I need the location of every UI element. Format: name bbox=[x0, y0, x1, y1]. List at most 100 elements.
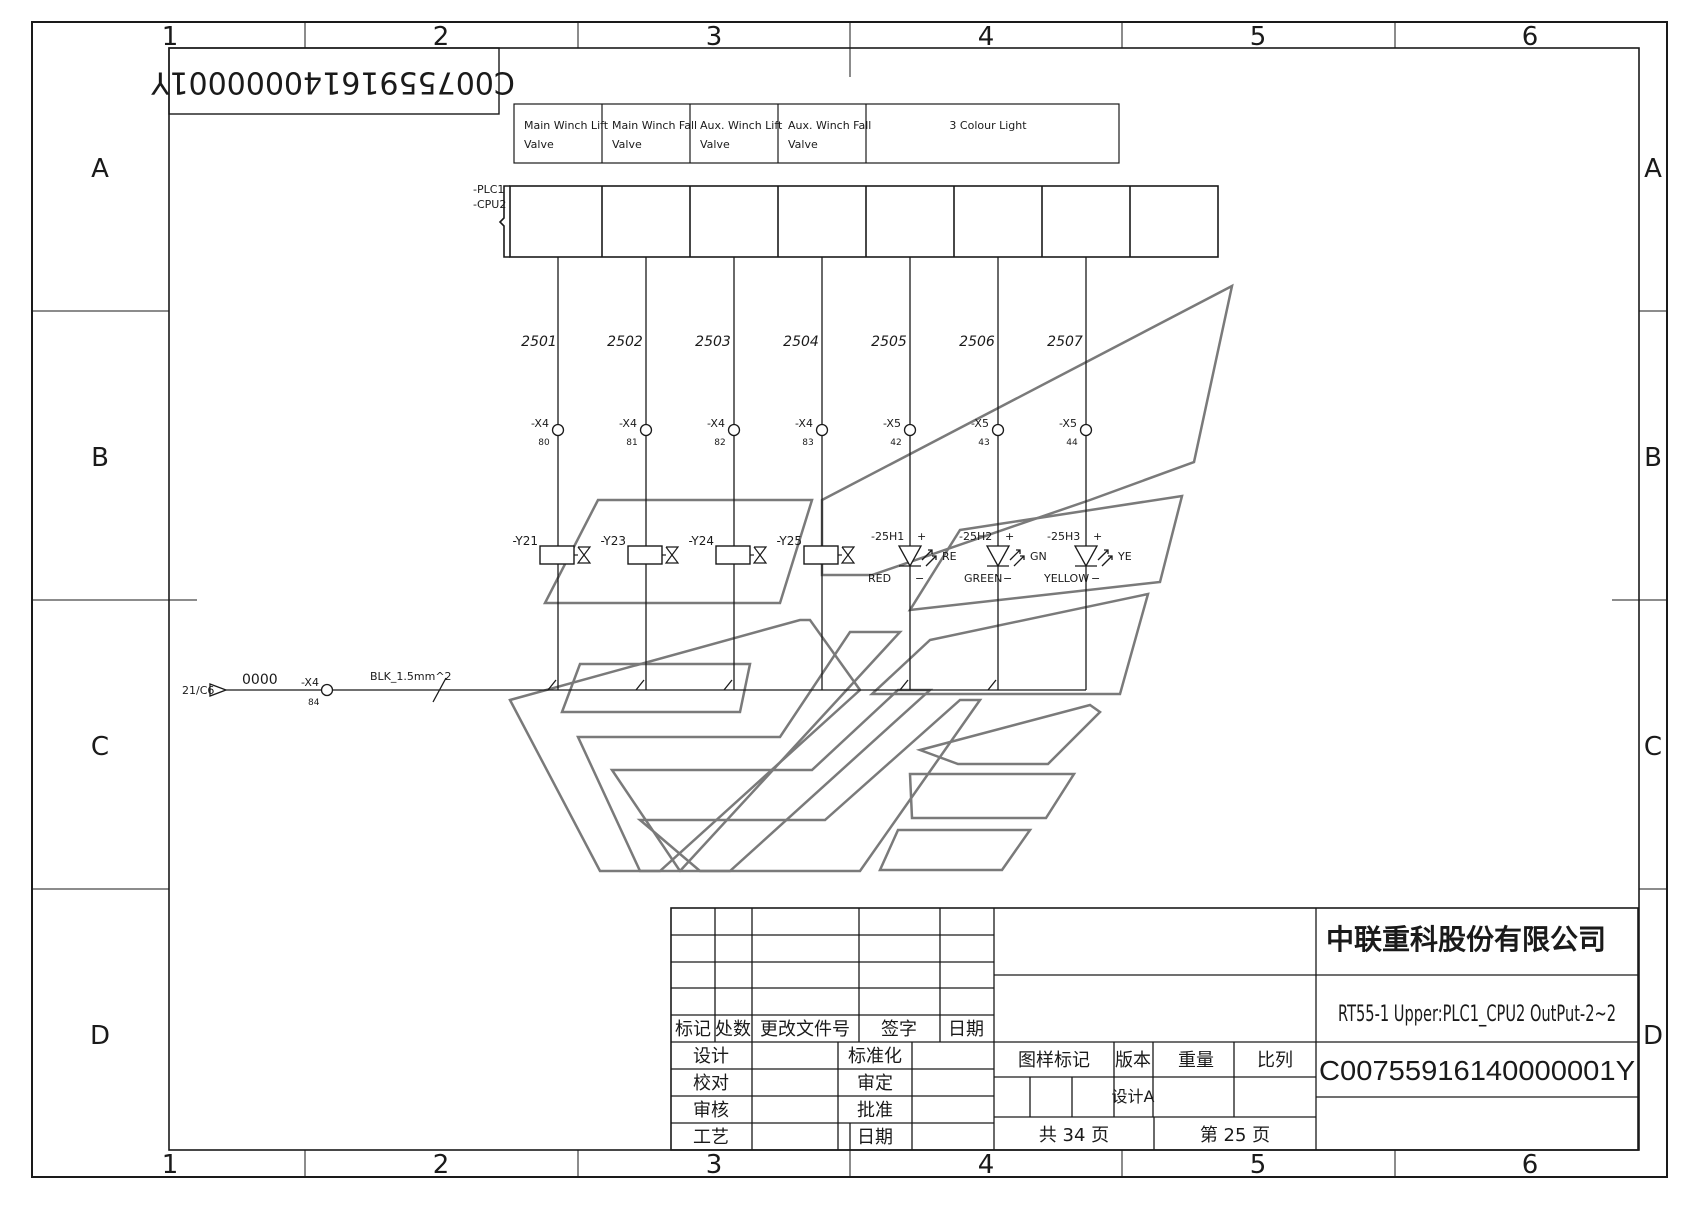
company-name: 中联重科股份有限公司 bbox=[1326, 923, 1606, 956]
wire-number: 2504 bbox=[783, 334, 819, 350]
row-label-right: A bbox=[1644, 154, 1662, 184]
label-approve-check: 审定 bbox=[857, 1073, 893, 1094]
cpu-tag: -CPU2 bbox=[473, 198, 506, 211]
label-version: 版本 bbox=[1115, 1050, 1151, 1071]
col-label-top: 1 bbox=[162, 22, 179, 52]
return-line bbox=[209, 677, 1086, 703]
light-code: GN bbox=[1030, 550, 1047, 563]
light-tag: -25H1 bbox=[871, 530, 904, 543]
header-label-main-winch-lift: Main Winch Lift bbox=[524, 119, 609, 132]
header-label-aux-winch-lift: Aux. Winch Lift bbox=[700, 119, 783, 132]
col-label-top: 4 bbox=[978, 22, 995, 52]
col-label-bottom: 4 bbox=[978, 1150, 995, 1180]
light-plus: + bbox=[1093, 530, 1102, 543]
terminal-tag: -X4 bbox=[531, 417, 549, 430]
valve-tag: -Y23 bbox=[600, 534, 626, 548]
led-yellow-icon bbox=[1073, 545, 1113, 568]
col-label-top: 5 bbox=[1250, 22, 1267, 52]
row-label-right: D bbox=[1643, 1021, 1663, 1051]
terminal-tag: -X4 bbox=[707, 417, 725, 430]
light-color-name: RED bbox=[868, 572, 891, 585]
terminal-num: 81 bbox=[626, 438, 637, 448]
page-number: 第 25 页 bbox=[1200, 1125, 1270, 1146]
light-plus: + bbox=[1005, 530, 1014, 543]
label-date: 日期 bbox=[857, 1127, 893, 1148]
drawing-title: RT55-1 Upper:PLC1_CPU2 OutPut-2~2 bbox=[1338, 1002, 1616, 1027]
return-terminal-tag: -X4 bbox=[301, 676, 319, 689]
col-label-bottom: 5 bbox=[1250, 1150, 1267, 1180]
header-boxes bbox=[513, 103, 1120, 164]
led-red-icon bbox=[897, 545, 937, 568]
header-label-aux-winch-fall: Aux. Winch Fall bbox=[788, 119, 871, 132]
row-label-left: B bbox=[91, 443, 109, 473]
rev-header-sign: 签字 bbox=[881, 1019, 917, 1040]
rev-header-doc: 更改文件号 bbox=[760, 1019, 850, 1040]
terminal-num: 44 bbox=[1066, 438, 1078, 448]
title-block bbox=[670, 907, 1639, 1151]
return-cable-spec: BLK_1.5mm^2 bbox=[370, 670, 452, 683]
label-approve: 批准 bbox=[857, 1100, 893, 1121]
total-pages: 共 34 页 bbox=[1039, 1125, 1109, 1146]
col-label-top: 3 bbox=[706, 22, 723, 52]
light-tag: -25H3 bbox=[1047, 530, 1080, 543]
header-label-main-winch-lift-2: Valve bbox=[524, 138, 554, 151]
terminal-tag: -X5 bbox=[1059, 417, 1077, 430]
light-minus: − bbox=[1003, 572, 1012, 585]
drawing-number: C00755916140000001Y bbox=[1319, 1055, 1635, 1086]
label-process: 工艺 bbox=[693, 1127, 729, 1148]
wire-number: 2506 bbox=[959, 334, 995, 350]
rev-header-count: 处数 bbox=[715, 1019, 751, 1040]
return-ref: 21/C6 bbox=[182, 684, 214, 697]
col-label-bottom: 2 bbox=[433, 1150, 450, 1180]
light-code: YE bbox=[1117, 550, 1132, 563]
valve-symbols bbox=[574, 546, 856, 564]
label-standard: 标准化 bbox=[848, 1046, 902, 1067]
label-design: 设计 bbox=[693, 1046, 729, 1067]
row-label-left: A bbox=[91, 154, 109, 184]
version-value: 设计A bbox=[1112, 1087, 1155, 1106]
col-label-bottom: 1 bbox=[162, 1150, 179, 1180]
label-weight: 重量 bbox=[1178, 1050, 1214, 1071]
plc-tag: -PLC1 bbox=[473, 183, 504, 196]
row-label-right: B bbox=[1644, 443, 1662, 473]
label-scale: 比列 bbox=[1257, 1050, 1293, 1071]
return-wire-number: 0000 bbox=[242, 672, 278, 688]
led-green-icon bbox=[985, 545, 1025, 568]
plc-output-module bbox=[498, 185, 1219, 258]
label-review: 审核 bbox=[693, 1100, 729, 1121]
header-label-aux-winch-lift-2: Valve bbox=[700, 138, 730, 151]
light-minus: − bbox=[1091, 572, 1100, 585]
terminal-num: 42 bbox=[890, 438, 901, 448]
valve-tag: -Y25 bbox=[776, 534, 802, 548]
corner-code: C00755916140000001Y bbox=[150, 65, 514, 100]
terminal-tag: -X4 bbox=[619, 417, 637, 430]
terminal-tag: -X4 bbox=[795, 417, 813, 430]
terminal-num: 82 bbox=[714, 438, 725, 448]
return-terminal-num: 84 bbox=[308, 698, 320, 708]
terminal-num: 43 bbox=[978, 438, 989, 448]
light-code: RE bbox=[942, 550, 957, 563]
header-label-colour-light: 3 Colour Light bbox=[949, 119, 1027, 132]
header-label-aux-winch-fall-2: Valve bbox=[788, 138, 818, 151]
wire-number: 2502 bbox=[607, 334, 643, 350]
terminal-num: 83 bbox=[802, 438, 813, 448]
col-label-bottom: 3 bbox=[706, 1150, 723, 1180]
wire-number: 2505 bbox=[871, 334, 907, 350]
terminal-tag: -X5 bbox=[883, 417, 901, 430]
rev-header-date: 日期 bbox=[948, 1019, 984, 1040]
wire-number: 2501 bbox=[521, 334, 557, 350]
light-color-name: GREEN bbox=[964, 572, 1002, 585]
header-label-main-winch-fall: Main Winch Fall bbox=[612, 119, 697, 132]
row-label-left: D bbox=[90, 1021, 110, 1051]
col-label-bottom: 6 bbox=[1522, 1150, 1539, 1180]
light-color-name: YELLOW bbox=[1043, 572, 1089, 585]
row-label-left: C bbox=[91, 732, 109, 762]
light-plus: + bbox=[917, 530, 926, 543]
terminals bbox=[551, 423, 1093, 437]
output-wires bbox=[547, 257, 1087, 691]
col-label-top: 6 bbox=[1522, 22, 1539, 52]
terminal-tag: -X5 bbox=[971, 417, 989, 430]
valve-tag: -Y21 bbox=[512, 534, 538, 548]
label-check: 校对 bbox=[693, 1073, 729, 1094]
